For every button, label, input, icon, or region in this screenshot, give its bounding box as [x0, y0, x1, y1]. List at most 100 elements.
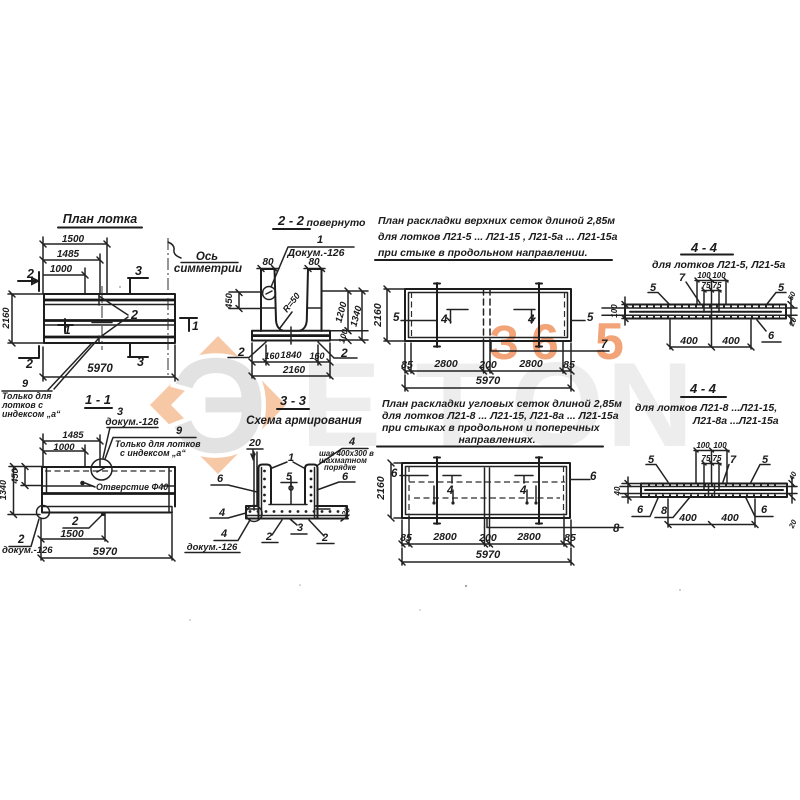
svg-text:100: 100 — [713, 441, 727, 450]
svg-text:8: 8 — [661, 505, 668, 517]
svg-text:Только для лотков: Только для лотков — [115, 439, 201, 449]
svg-text:85: 85 — [563, 359, 575, 371]
svg-text:докум.-126: докум.-126 — [187, 542, 238, 553]
svg-text:докум.-126: докум.-126 — [2, 545, 53, 556]
svg-text:85: 85 — [401, 359, 413, 371]
svg-text:80: 80 — [262, 257, 274, 268]
svg-text:1: 1 — [192, 319, 199, 333]
svg-text:5: 5 — [587, 312, 594, 324]
svg-text:2: 2 — [25, 357, 33, 371]
svg-text:5: 5 — [762, 454, 769, 466]
svg-text:1000: 1000 — [50, 264, 73, 275]
svg-text:докум.-126: докум.-126 — [105, 417, 159, 428]
svg-text:6: 6 — [391, 468, 398, 480]
svg-text:200: 200 — [478, 532, 497, 544]
svg-text:шаг 400х300 в: шаг 400х300 в — [319, 449, 374, 458]
svg-text:85: 85 — [400, 532, 412, 544]
svg-text:З: З — [489, 317, 519, 370]
svg-text:для лотков Л21-8 ... Л21-15, Л: для лотков Л21-8 ... Л21-15, Л21-8а ... … — [382, 410, 619, 422]
svg-text:R=50: R=50 — [281, 291, 302, 314]
svg-text:Л21-8а ...Л21-15а: Л21-8а ...Л21-15а — [692, 415, 779, 427]
svg-text:5970: 5970 — [93, 546, 118, 558]
svg-text:40: 40 — [613, 486, 622, 496]
svg-text:6: 6 — [217, 473, 224, 485]
svg-text:2800: 2800 — [516, 531, 541, 543]
svg-text:повернуто: повернуто — [307, 217, 367, 229]
svg-text:3: 3 — [135, 264, 142, 278]
svg-text:5: 5 — [393, 312, 400, 324]
svg-text:100: 100 — [697, 271, 711, 280]
svg-text:100: 100 — [712, 271, 726, 280]
svg-text:5: 5 — [648, 454, 655, 466]
svg-text:75: 75 — [702, 281, 711, 290]
svg-text:1500: 1500 — [60, 528, 84, 540]
svg-text:1: 1 — [64, 323, 71, 337]
svg-text:2160: 2160 — [1, 307, 12, 330]
svg-text:2800: 2800 — [432, 531, 457, 543]
svg-text:2800: 2800 — [433, 358, 458, 370]
svg-text:4: 4 — [218, 507, 225, 519]
svg-text:2160: 2160 — [372, 303, 384, 328]
svg-text:лотков с: лотков с — [1, 400, 43, 410]
svg-text:4: 4 — [348, 436, 355, 448]
svg-text:6: 6 — [637, 504, 644, 516]
svg-text:симметрии: симметрии — [174, 263, 242, 275]
svg-text:80: 80 — [308, 257, 320, 268]
svg-text:2: 2 — [237, 345, 245, 359]
svg-text:2800: 2800 — [518, 358, 543, 370]
svg-text:9: 9 — [176, 425, 183, 437]
svg-text:450: 450 — [224, 292, 235, 310]
svg-text:2160: 2160 — [375, 476, 387, 501]
svg-text:порядке: порядке — [324, 463, 357, 472]
svg-text:3: 3 — [297, 522, 303, 534]
svg-text:4: 4 — [440, 314, 448, 326]
svg-text:5970: 5970 — [476, 549, 501, 561]
svg-text:2160: 2160 — [282, 365, 306, 376]
svg-text:1: 1 — [317, 234, 323, 246]
svg-text:8: 8 — [613, 523, 620, 535]
svg-text:3 - 3: 3 - 3 — [280, 393, 307, 408]
svg-text:3: 3 — [117, 406, 123, 418]
svg-text:6: 6 — [761, 504, 768, 516]
svg-text:Докум.-126: Докум.-126 — [287, 247, 345, 259]
svg-text:индексом „а“: индексом „а“ — [2, 409, 61, 419]
svg-text:5: 5 — [778, 282, 785, 294]
svg-text:4: 4 — [519, 485, 527, 497]
svg-text:100: 100 — [610, 304, 619, 318]
svg-text:T: T — [415, 338, 488, 472]
svg-text:План раскладки верхних сето: План раскладки верхних сеток длиной 2,85… — [378, 215, 615, 227]
svg-text:7: 7 — [679, 272, 686, 284]
svg-text:1485: 1485 — [57, 249, 80, 260]
svg-text:200: 200 — [478, 359, 497, 371]
svg-text:20: 20 — [786, 316, 798, 329]
svg-text:5970: 5970 — [476, 375, 501, 387]
svg-text:2: 2 — [340, 346, 348, 360]
svg-text:План раскладки угловых сето: План раскладки угловых сеток длиной 2,85… — [382, 398, 622, 410]
svg-text:3: 3 — [137, 355, 144, 369]
svg-text:2: 2 — [130, 308, 138, 322]
svg-text:1485: 1485 — [62, 430, 84, 441]
svg-text:6: 6 — [768, 330, 775, 342]
svg-text:Схема армирования: Схема армирования — [246, 415, 362, 427]
svg-text:2: 2 — [26, 267, 34, 281]
svg-text:400: 400 — [679, 335, 698, 347]
svg-text:2: 2 — [71, 516, 79, 528]
svg-text:50: 50 — [786, 290, 798, 302]
svg-text:160: 160 — [309, 351, 324, 361]
svg-text:7: 7 — [730, 454, 737, 466]
svg-text:для лотков Л21-5, Л21-5а: для лотков Л21-5, Л21-5а — [652, 259, 786, 271]
svg-text:1: 1 — [288, 452, 294, 464]
svg-text:20: 20 — [786, 518, 798, 531]
svg-text:Отверстие Ф40: Отверстие Ф40 — [96, 482, 168, 492]
svg-text:4 - 4: 4 - 4 — [689, 381, 717, 396]
svg-text:при стыках в продольном и: при стыках в продольном и поперечных — [382, 422, 601, 434]
svg-text:1340: 1340 — [0, 480, 8, 500]
svg-text:4: 4 — [220, 528, 227, 540]
svg-text:4 - 4: 4 - 4 — [690, 240, 718, 255]
svg-text:5: 5 — [650, 282, 657, 294]
svg-text:400: 400 — [721, 335, 740, 347]
svg-text:4: 4 — [446, 485, 454, 497]
svg-text:N: N — [607, 338, 694, 472]
svg-text:75: 75 — [713, 454, 722, 463]
svg-text:6: 6 — [342, 471, 349, 483]
